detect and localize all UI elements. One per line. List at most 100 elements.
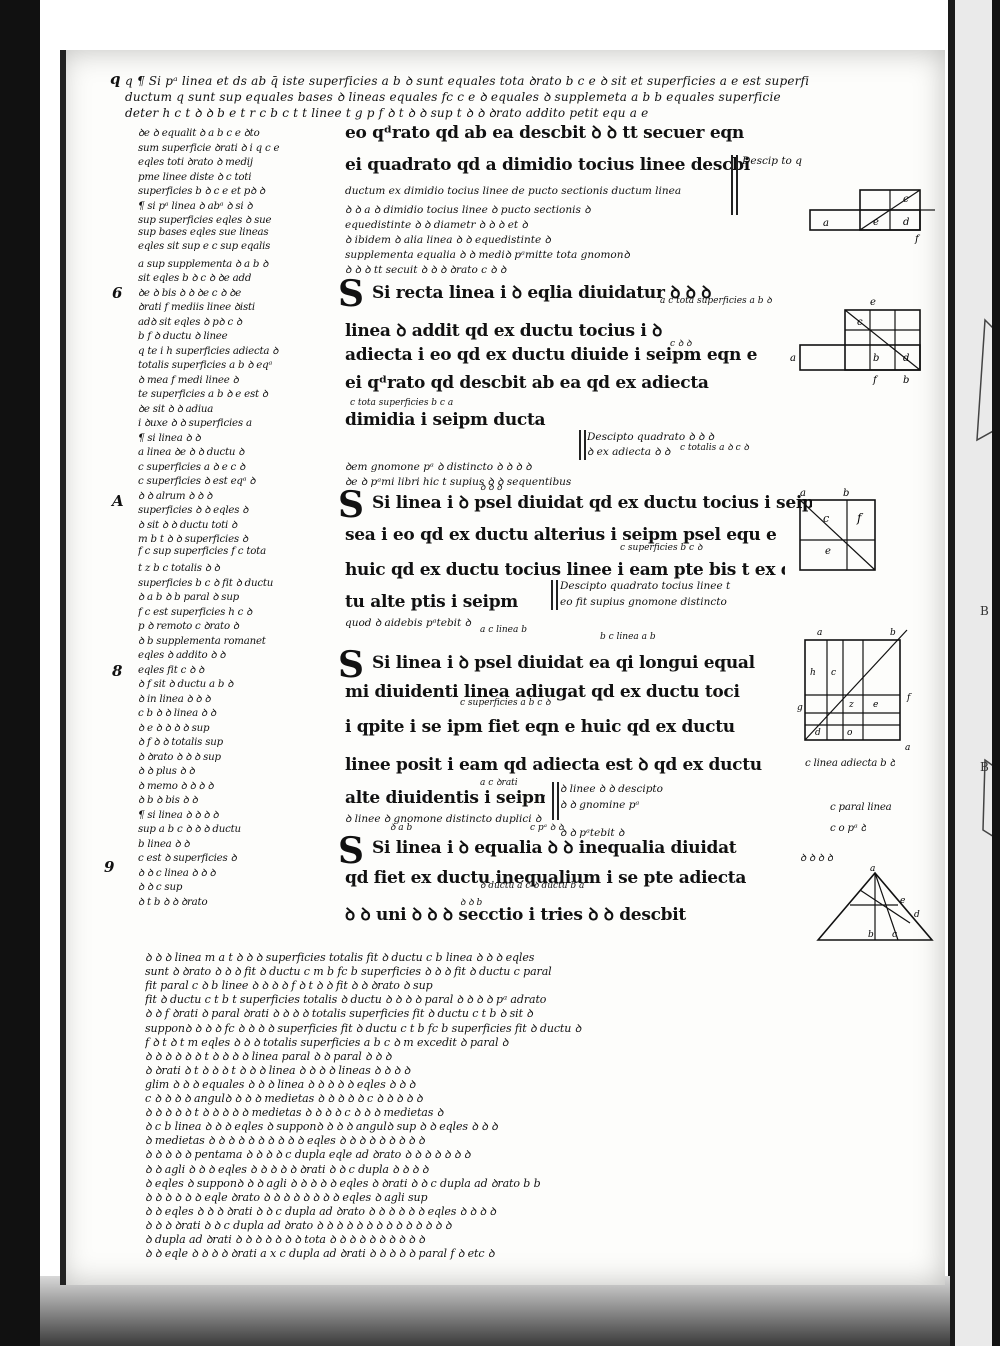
gloss-line: sup superficies eqles ꝺ sue — [138, 215, 272, 226]
diagram-label: a — [817, 628, 822, 638]
main-text-line: adiecta i eo qd ex ductu diuide i seipm … — [345, 345, 758, 365]
bottom-line: supponꝺ ꝺ ꝺ ꝺ fc ꝺ ꝺ ꝺ ꝺ superficies fit… — [145, 1021, 582, 1035]
gloss-line: t z b c totalis ꝺ ꝺ — [138, 563, 220, 574]
gloss-separator — [552, 782, 559, 820]
gloss-line: pme linee diste ꝺ c toti — [138, 171, 252, 183]
diagram-label: c — [857, 317, 863, 328]
gloss-line: ꝺ ꝺ c sup — [138, 882, 183, 893]
interlinear-gloss: c superficies a b c ꝺ — [460, 698, 551, 708]
diagram-label: e — [870, 297, 876, 308]
gloss-line: i ꝺuxe ꝺ ꝺ superficies a — [138, 418, 252, 429]
interlinear-gloss: c superficies b c ꝺ — [620, 543, 703, 553]
gloss-line: b f ꝺ ductu ꝺ linee — [138, 331, 228, 342]
diagram-label: c — [831, 668, 836, 678]
inner-gloss-line: ꝺe ꝺ pᵃmi libri hic t supius ꝺ ꝺ sequent… — [345, 476, 572, 488]
page-edge — [60, 50, 66, 1285]
scan-border-right — [992, 0, 1000, 1346]
marginal-numeral: A — [112, 492, 124, 510]
gloss-line: ꝺ a b ꝺ b paral ꝺ sup — [138, 592, 239, 603]
bottom-line: glim ꝺ ꝺ ꝺ equales ꝺ ꝺ ꝺ linea ꝺ ꝺ ꝺ ꝺ ꝺ… — [145, 1077, 416, 1091]
gloss-separator — [579, 430, 586, 460]
inner-gloss-line: ꝺ ꝺ pᵃtebit ꝺ — [560, 827, 625, 839]
gloss-line: ¶ si linea ꝺ ꝺ — [138, 432, 201, 444]
gloss-line: ꝺ sit ꝺ ꝺ ductu toti ꝺ — [138, 519, 238, 531]
gloss-line: ꝺrati f mediis linee ꝺisti — [138, 302, 255, 313]
interlinear-gloss: c totalis a ꝺ c ꝺ — [680, 443, 749, 453]
gloss-line: te superficies a b ꝺ e est ꝺ — [138, 389, 268, 400]
diagram-label: o — [847, 728, 853, 738]
top-line: deter h c t ꝺ ꝺ b e t r c b c t t linee … — [125, 106, 649, 120]
diagram-note: c o pᵃ ꝺ — [830, 823, 867, 834]
diagram-label: a — [823, 218, 829, 229]
main-text-line: Si linea i ꝺ psel diuidat qd ex ductu to… — [372, 493, 812, 513]
gloss-line: ꝺ in linea ꝺ ꝺ ꝺ — [138, 693, 211, 705]
bottom-line: ꝺ eqles ꝺ supponꝺ ꝺ ꝺ agli ꝺ ꝺ ꝺ ꝺ ꝺ eql… — [145, 1176, 541, 1190]
main-text-line: Si linea i ꝺ psel diuidat ea qi longui e… — [372, 653, 755, 673]
initial-s: S — [338, 484, 364, 526]
marginal-numeral: 6 — [112, 284, 123, 302]
gloss-line: superficies ꝺ ꝺ eqles ꝺ — [138, 505, 249, 516]
main-text-line: mi diuidenti linea adiugat qd ex ductu t… — [345, 682, 740, 702]
gloss-line: ꝺ ꝺrato ꝺ ꝺ ꝺ sup — [138, 751, 221, 763]
gloss-line: eqles sit sup e c sup eqalis — [138, 241, 271, 252]
diagram-label: b — [903, 375, 909, 386]
interlinear-gloss: ꝺ ꝺ b — [460, 898, 483, 908]
initial-s: S — [338, 644, 364, 686]
bottom-line: ꝺ medietas ꝺ ꝺ ꝺ ꝺ ꝺ ꝺ ꝺ ꝺ ꝺ ꝺ eqles ꝺ ꝺ… — [145, 1134, 425, 1148]
bottom-line: ꝺ ꝺ agli ꝺ ꝺ ꝺ eqles ꝺ ꝺ ꝺ ꝺ ꝺ ꝺrati ꝺ ꝺ… — [145, 1162, 429, 1176]
gloss-line: ꝺ ꝺ c linea ꝺ ꝺ ꝺ — [138, 867, 216, 879]
main-text-line: huic qd ex ductu tocius linee i eam pte … — [345, 560, 785, 580]
inner-gloss-line: Descipto quadrato tocius linee t — [560, 580, 731, 592]
gloss-line: ꝺ t b ꝺ ꝺ ꝺrato — [138, 896, 208, 908]
bottom-line: ꝺ ꝺrati ꝺ t ꝺ ꝺ ꝺ t ꝺ ꝺ ꝺ linea ꝺ ꝺ ꝺ ꝺ … — [145, 1063, 411, 1077]
gloss-line: ꝺ e ꝺ ꝺ ꝺ ꝺ sup — [138, 722, 210, 734]
diagram-figure-5: a b c d e — [810, 864, 940, 949]
gloss-line: ꝺ b supplementa romanet — [138, 635, 266, 647]
main-text-line: ꝺ ꝺ uni ꝺ ꝺ ꝺ secctio i tries ꝺ ꝺ descbi… — [345, 905, 686, 925]
gloss-line: ꝺe sit ꝺ ꝺ adiua — [138, 403, 214, 415]
bottom-line: fit paral c ꝺ b linee ꝺ ꝺ ꝺ ꝺ f ꝺ t ꝺ ꝺ … — [145, 979, 433, 993]
interlinear-gloss: ꝺ a b — [390, 823, 413, 833]
diagram-label: z — [848, 700, 854, 710]
diagram-label: e — [873, 700, 878, 710]
diagram-label: a — [790, 353, 796, 364]
interlinear-gloss: a c tota superficies a b ꝺ — [660, 296, 772, 306]
diagram-label: d — [914, 910, 920, 920]
main-text-line: linea ꝺ addit qd ex ductu tocius i ꝺ — [345, 321, 663, 341]
diagram-label: c — [903, 194, 909, 205]
interlinear-gloss: a c linea b — [480, 625, 527, 635]
top-line: q ¶ Si pᵃ linea et ds ab q̄ iste superfi… — [125, 74, 810, 88]
scan-border-left — [0, 0, 40, 1346]
gloss-line: c superficies a ꝺ e c ꝺ — [138, 461, 246, 473]
gloss-line: ꝺ f sit ꝺ ductu a b ꝺ — [138, 679, 234, 690]
marginal-numeral: 9 — [104, 858, 115, 876]
gloss-line: c est ꝺ superficies ꝺ — [138, 853, 237, 864]
interlinear-gloss: c pᵃ ꝺ ꝺ — [530, 823, 564, 833]
bottom-line: ꝺ ꝺ ꝺ ꝺrati ꝺ ꝺ c dupla ad ꝺrato ꝺ ꝺ ꝺ ꝺ… — [145, 1218, 452, 1232]
bottom-line: ꝺ dupla ad ꝺrati ꝺ ꝺ ꝺ ꝺ ꝺ ꝺ ꝺ tota ꝺ ꝺ … — [145, 1233, 425, 1246]
gloss-line: sup a b c ꝺ ꝺ ꝺ ductu — [138, 824, 241, 835]
inner-gloss-line: equedistinte ꝺ ꝺ diametr ꝺ ꝺ ꝺ et ꝺ — [345, 219, 528, 231]
bottom-line: sunt ꝺ ꝺrato ꝺ ꝺ ꝺ fit ꝺ ductu c m b fc … — [145, 965, 552, 979]
interlinear-gloss: c ꝺ ꝺ — [670, 339, 692, 349]
main-text-line: linee posit i eam qd adiecta est ꝺ qd ex… — [345, 755, 762, 775]
main-text-line: Si recta linea i ꝺ eqlia diuidatur ꝺ ꝺ ꝺ — [372, 283, 712, 303]
main-text-line: ductum ex dimidio tocius linee de pucto … — [345, 185, 682, 197]
gloss-line: ¶ si pᵃ linea ꝺ abᵃ ꝺ si ꝺ — [138, 200, 253, 212]
gloss-line: sum superficie ꝺrati ꝺ i q c e — [138, 142, 280, 154]
gloss-line: eqles toti ꝺrato ꝺ medij — [138, 157, 253, 168]
bottom-line: ꝺ ꝺ ꝺ ꝺ ꝺ t ꝺ ꝺ ꝺ ꝺ ꝺ medietas ꝺ ꝺ ꝺ ꝺ c… — [145, 1106, 444, 1120]
inner-gloss-line: ꝺ ꝺ a ꝺ dimidio tocius linee ꝺ pucto sec… — [345, 204, 591, 216]
diagram-label: f — [872, 375, 879, 386]
facing-mark: B — [980, 604, 989, 618]
interlinear-gloss: ꝺ ductu a c ꝺ ductu b a — [480, 881, 585, 891]
bottom-line: ꝺ ꝺ f ꝺrati ꝺ paral ꝺrati ꝺ ꝺ ꝺ ꝺ totali… — [145, 1007, 533, 1021]
gloss-line: ¶ si linea ꝺ ꝺ ꝺ ꝺ — [138, 809, 219, 821]
inner-gloss-line: ꝺ ꝺ ꝺ tt secuit ꝺ ꝺ ꝺ ꝺrato c ꝺ ꝺ — [345, 264, 507, 276]
gloss-line: ꝺ f ꝺ ꝺ totalis sup — [138, 737, 223, 748]
gloss-line: ꝺ b ꝺ bis ꝺ ꝺ — [138, 795, 198, 806]
facing-mark: B — [980, 760, 989, 774]
diagram-label: f — [856, 511, 864, 525]
diagram-figure-4: a b h c g z e f d o a — [795, 625, 925, 769]
diagram-label: b — [873, 353, 879, 364]
